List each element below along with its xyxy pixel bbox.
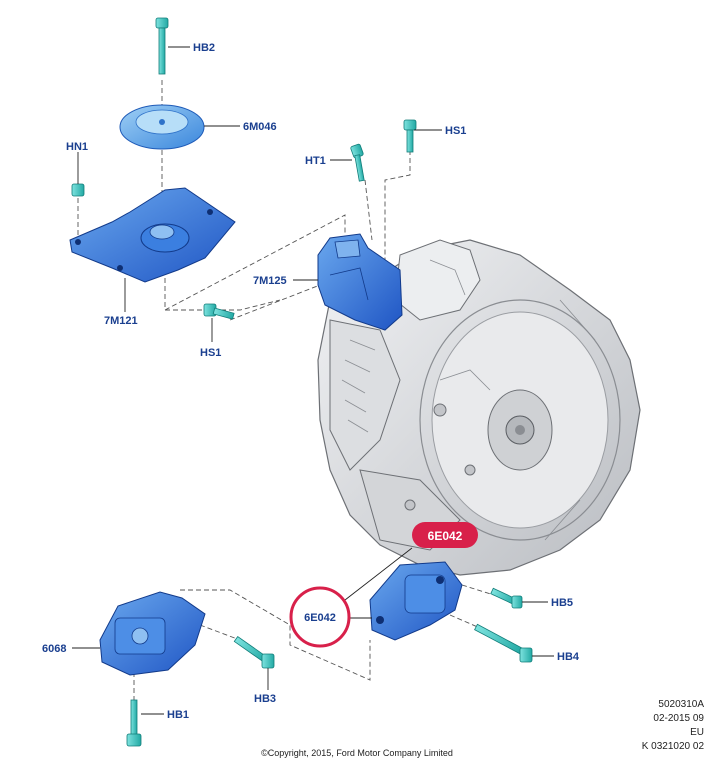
badge-6e042-label: 6E042: [428, 529, 463, 543]
callout-ht1: HT1: [305, 155, 326, 167]
mount-6068: [99, 591, 206, 676]
reference-line-3: EU: [690, 727, 704, 738]
bolt-hb5: [490, 587, 523, 609]
callout-6m046: 6M046: [243, 121, 277, 133]
insulator-6m046: [119, 104, 205, 150]
bolt-hb4: [474, 623, 533, 663]
bolt-hs1-mid: [203, 303, 235, 320]
reference-block: 5020310A 02-2015 09 EU K 0321020 02: [584, 698, 704, 754]
callout-hb3: HB3: [254, 693, 276, 705]
callout-hb2: HB2: [193, 42, 215, 54]
callout-6e042-ring: 6E042: [304, 612, 336, 624]
callout-hs1-mid: HS1: [200, 347, 221, 359]
callout-7m121: 7M121: [104, 315, 138, 327]
bolt-hs1-top: [403, 119, 417, 153]
copyright-notice: ©Copyright, 2015, Ford Motor Company Lim…: [261, 748, 453, 758]
bolt-ht1: [350, 143, 365, 182]
bolt-hb1: [126, 699, 142, 747]
mount-6e042: [369, 561, 463, 641]
callout-6068: 6068: [42, 643, 66, 655]
bracket-7m125: [317, 233, 403, 331]
highlight-6e042: 6E042 6E042: [289, 522, 478, 648]
callout-hs1-top: HS1: [445, 125, 466, 137]
reference-line-2: 02-2015 09: [653, 713, 704, 724]
callout-labels: HB2 6M046 HN1 HT1 HS1 7M125 7M121 HS1 HB…: [42, 42, 580, 721]
callout-hb4: HB4: [557, 651, 580, 663]
reference-line-4: K 0321020 02: [641, 741, 704, 752]
callout-hn1: HN1: [66, 141, 88, 153]
callout-hb5: HB5: [551, 597, 573, 609]
transmission-housing: [317, 239, 641, 576]
callout-7m125: 7M125: [253, 275, 287, 287]
mount-7m121: [69, 187, 236, 283]
reference-line-1: 5020310A: [658, 699, 704, 710]
badge-6e042: [412, 522, 478, 548]
bolts: [71, 17, 533, 747]
bolt-hb2: [155, 17, 169, 75]
callout-hb1: HB1: [167, 709, 189, 721]
nut-hn1: [71, 183, 85, 197]
bolt-hb3: [233, 635, 275, 669]
leader-lines: [72, 46, 554, 715]
